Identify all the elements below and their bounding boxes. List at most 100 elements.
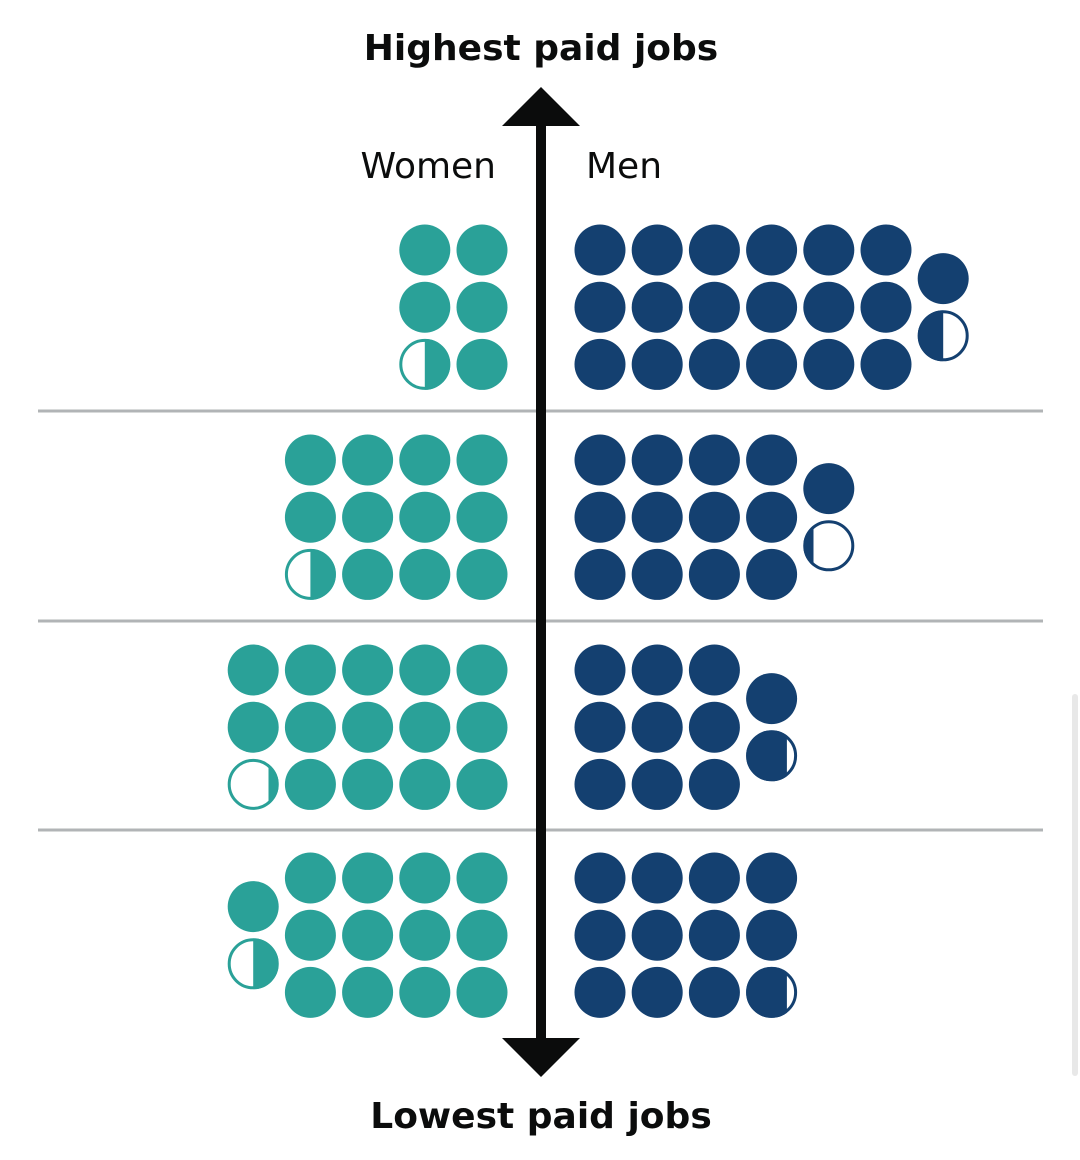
women-q3-dot-6 [342, 644, 394, 696]
women-q4-dot-0 [456, 852, 508, 904]
men-q1-dot-17 [860, 338, 912, 390]
women-q2-dot-2 [456, 548, 508, 600]
men-q1-dot-3 [631, 224, 683, 276]
men-q4-dot-3 [631, 852, 683, 904]
men-q3-dot-10-outline [746, 730, 798, 782]
women-q4-dot-11 [284, 966, 336, 1018]
men-q1-dot-19-partial [917, 310, 969, 362]
women-q2-dot-10 [284, 491, 336, 543]
men-q4-dot-11-partial [746, 966, 798, 1018]
men-q1-dot-18 [917, 253, 969, 305]
men-q1-dot-11 [746, 338, 798, 390]
women-q3-dot-8 [342, 758, 394, 810]
men-q3-dot-1 [574, 701, 626, 753]
men-q1-dot-0 [574, 224, 626, 276]
men-q4-dot-1 [574, 909, 626, 961]
men-q2-dot-12 [803, 463, 855, 515]
men-q1-dot-16 [860, 281, 912, 333]
scrollbar[interactable] [1072, 694, 1078, 1076]
women-q1-dot-2 [456, 338, 508, 390]
men-q2-dot-9 [746, 434, 798, 486]
men-q1-dot-12 [803, 224, 855, 276]
men-q2-dot-4 [631, 491, 683, 543]
men-q4-dot-8 [688, 966, 740, 1018]
women-q2-dot-1 [456, 491, 508, 543]
women-q3-dot-11 [284, 758, 336, 810]
women-q2-dot-11-partial [284, 548, 336, 600]
women-q4-dot-10 [284, 909, 336, 961]
men-q4-dot-4 [631, 909, 683, 961]
women-q2-dot-3 [399, 434, 451, 486]
men-q4-dot-6 [688, 852, 740, 904]
men-q3-dot-2 [574, 758, 626, 810]
men-q2-dot-0 [574, 434, 626, 486]
women-q3-dot-2 [456, 758, 508, 810]
men-q4-dot-5 [631, 966, 683, 1018]
men-q2-dot-13-outline [803, 520, 855, 572]
women-q3-dot-1 [456, 701, 508, 753]
men-q1-dot-10 [746, 281, 798, 333]
men-q3-dot-4 [631, 701, 683, 753]
men-q1-dot-8 [688, 338, 740, 390]
men-q3-dot-8 [688, 758, 740, 810]
women-q1-dot-5-outline [399, 338, 451, 390]
men-q4-dot-9 [746, 852, 798, 904]
women-q3-dot-5 [399, 758, 451, 810]
women-q3-dot-7 [342, 701, 394, 753]
women-q2-dot-9 [284, 434, 336, 486]
men-q3-dot-10-partial [746, 730, 798, 782]
women-q4-dot-5 [399, 966, 451, 1018]
men-q3-dot-10-fill [746, 730, 787, 782]
men-q1-dot-9 [746, 224, 798, 276]
men-q1-dot-5 [631, 338, 683, 390]
women-q4-dot-4 [399, 909, 451, 961]
men-q2-dot-6 [688, 434, 740, 486]
men-q4-dot-7 [688, 909, 740, 961]
men-q1-dot-14 [803, 338, 855, 390]
women-q3-dot-10 [284, 701, 336, 753]
women-q3-dot-14-partial [227, 758, 279, 810]
men-q4-dot-2 [574, 966, 626, 1018]
men-q1-dot-13 [803, 281, 855, 333]
women-q3-dot-13 [227, 701, 279, 753]
women-q1-dot-5-partial [399, 338, 451, 390]
women-q2-dot-6 [342, 434, 394, 486]
men-q2-dot-1 [574, 491, 626, 543]
women-q3-dot-9 [284, 644, 336, 696]
men-q2-dot-5 [631, 548, 683, 600]
men-q2-dot-11 [746, 548, 798, 600]
men-q2-dot-7 [688, 491, 740, 543]
women-q4-dot-12 [227, 881, 279, 933]
men-q1-dot-4 [631, 281, 683, 333]
women-label: Women [360, 146, 496, 187]
men-q3-dot-3 [631, 644, 683, 696]
men-q1-dot-1 [574, 281, 626, 333]
women-q4-dot-13-partial [227, 938, 279, 990]
women-q1-dot-3 [399, 224, 451, 276]
women-q1-dot-1 [456, 281, 508, 333]
men-q2-dot-13-partial [803, 520, 855, 572]
vertical-axis [502, 87, 580, 1077]
women-q3-dot-0 [456, 644, 508, 696]
men-q1-dot-7 [688, 281, 740, 333]
women-q4-dot-9 [284, 852, 336, 904]
highest-paid-label: Highest paid jobs [364, 28, 718, 69]
dot-marks [227, 224, 969, 1018]
women-q2-dot-0 [456, 434, 508, 486]
men-q3-dot-5 [631, 758, 683, 810]
men-q3-dot-7 [688, 701, 740, 753]
women-q3-dot-12 [227, 644, 279, 696]
men-q2-dot-3 [631, 434, 683, 486]
men-label: Men [586, 146, 662, 187]
men-q3-dot-6 [688, 644, 740, 696]
women-q4-dot-2 [456, 966, 508, 1018]
men-q2-dot-10 [746, 491, 798, 543]
women-q2-dot-8 [342, 548, 394, 600]
men-q3-dot-9 [746, 673, 798, 725]
women-q4-dot-3 [399, 852, 451, 904]
women-q2-dot-7 [342, 491, 394, 543]
women-q4-dot-6 [342, 852, 394, 904]
men-q4-dot-11-fill [746, 966, 787, 1018]
women-q4-dot-7 [342, 909, 394, 961]
